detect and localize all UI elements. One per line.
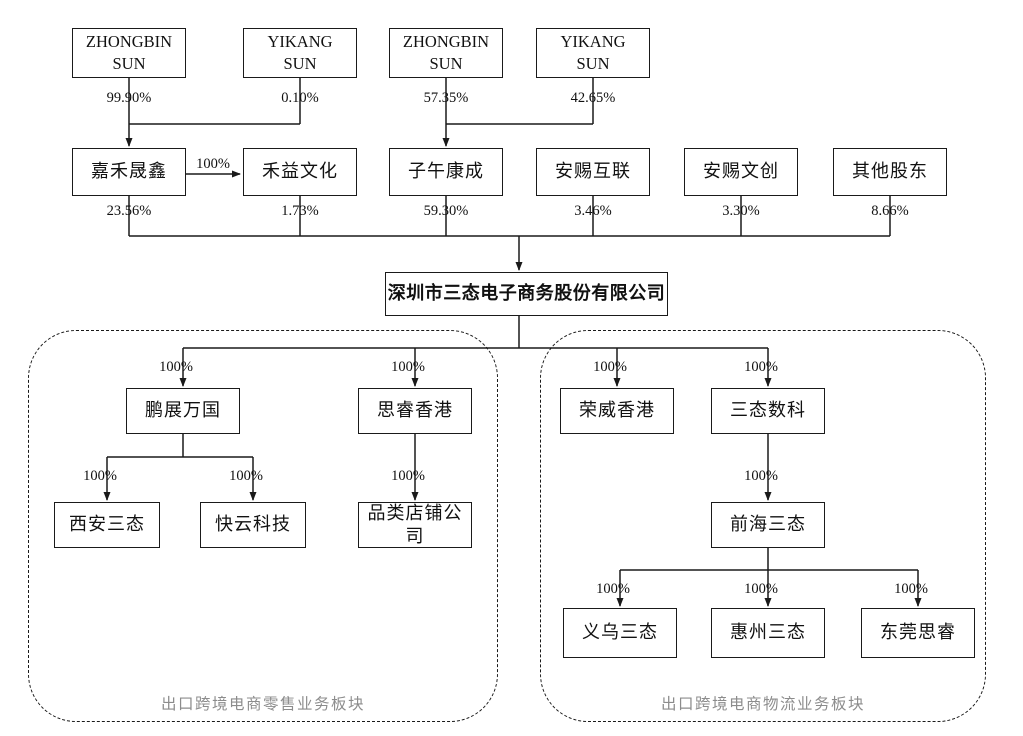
node-pengzhan-wanguo: 鹏展万国 [126,388,240,434]
stake-label: 57.35% [423,90,469,106]
node-heyi-wenhua: 禾益文化 [243,148,357,196]
connector-pair1-join [128,78,301,125]
stake-label: 100% [593,359,627,375]
stake-label: 3.30% [722,203,760,219]
stake-label: 100% [83,468,117,484]
transfer-stake-label: 100% [196,156,230,172]
logistics-segment-frame [540,330,986,722]
node-ziwu-kangcheng: 子午康成 [389,148,503,196]
connector-pair2-join [445,78,594,125]
node-qianhai-santai: 前海三态 [711,502,825,548]
stake-label: 3.46% [574,203,612,219]
stake-label: 100% [744,468,778,484]
stake-label: 100% [744,359,778,375]
stake-label: 42.65% [570,90,616,106]
node-yikang-sun-2: YIKANG SUN [536,28,650,78]
retail-segment-caption: 出口跨境电商零售业务板块 [160,696,366,713]
stake-label: 100% [229,468,263,484]
node-yikang-sun-1: YIKANG SUN [243,28,357,78]
stake-label: 59.30% [423,203,469,219]
node-anci-hulian: 安赐互联 [536,148,650,196]
node-kuaiyun-keji: 快云科技 [200,502,306,548]
retail-segment-frame [28,330,498,722]
node-zhongbin-sun-1: ZHONGBIN SUN [72,28,186,78]
node-dongguan-sirui: 东莞思睿 [861,608,975,658]
node-rongwei-hk: 荣威香港 [560,388,674,434]
connector-row2-bus [128,196,891,237]
stake-label: 1.73% [281,203,319,219]
node-pinlei-dianpu: 品类店铺公司 [358,502,472,548]
node-other-shareholders: 其他股东 [833,148,947,196]
node-anci-wenchuang: 安赐文创 [684,148,798,196]
stake-label: 23.56% [106,203,152,219]
node-xian-santai: 西安三态 [54,502,160,548]
node-santai-shuke: 三态数科 [711,388,825,434]
stake-label: 8.66% [871,203,909,219]
stake-label: 100% [744,581,778,597]
stake-label: 100% [391,359,425,375]
node-issuer-company: 深圳市三态电子商务股份有限公司 [385,272,668,316]
stake-label: 99.90% [106,90,152,106]
stake-label: 0.10% [281,90,319,106]
stake-label: 100% [596,581,630,597]
node-sirui-hk: 思睿香港 [358,388,472,434]
connector-logistics-sub-bus [620,548,918,571]
node-zhongbin-sun-2: ZHONGBIN SUN [389,28,503,78]
connector-retail-sub-bus [107,434,253,458]
stake-label: 100% [391,468,425,484]
stake-label: 100% [159,359,193,375]
logistics-segment-caption: 出口跨境电商物流业务板块 [660,696,866,713]
node-jiahe-shengxin: 嘉禾晟鑫 [72,148,186,196]
node-yiwu-santai: 义乌三态 [563,608,677,658]
node-huizhou-santai: 惠州三态 [711,608,825,658]
stake-label: 100% [894,581,928,597]
